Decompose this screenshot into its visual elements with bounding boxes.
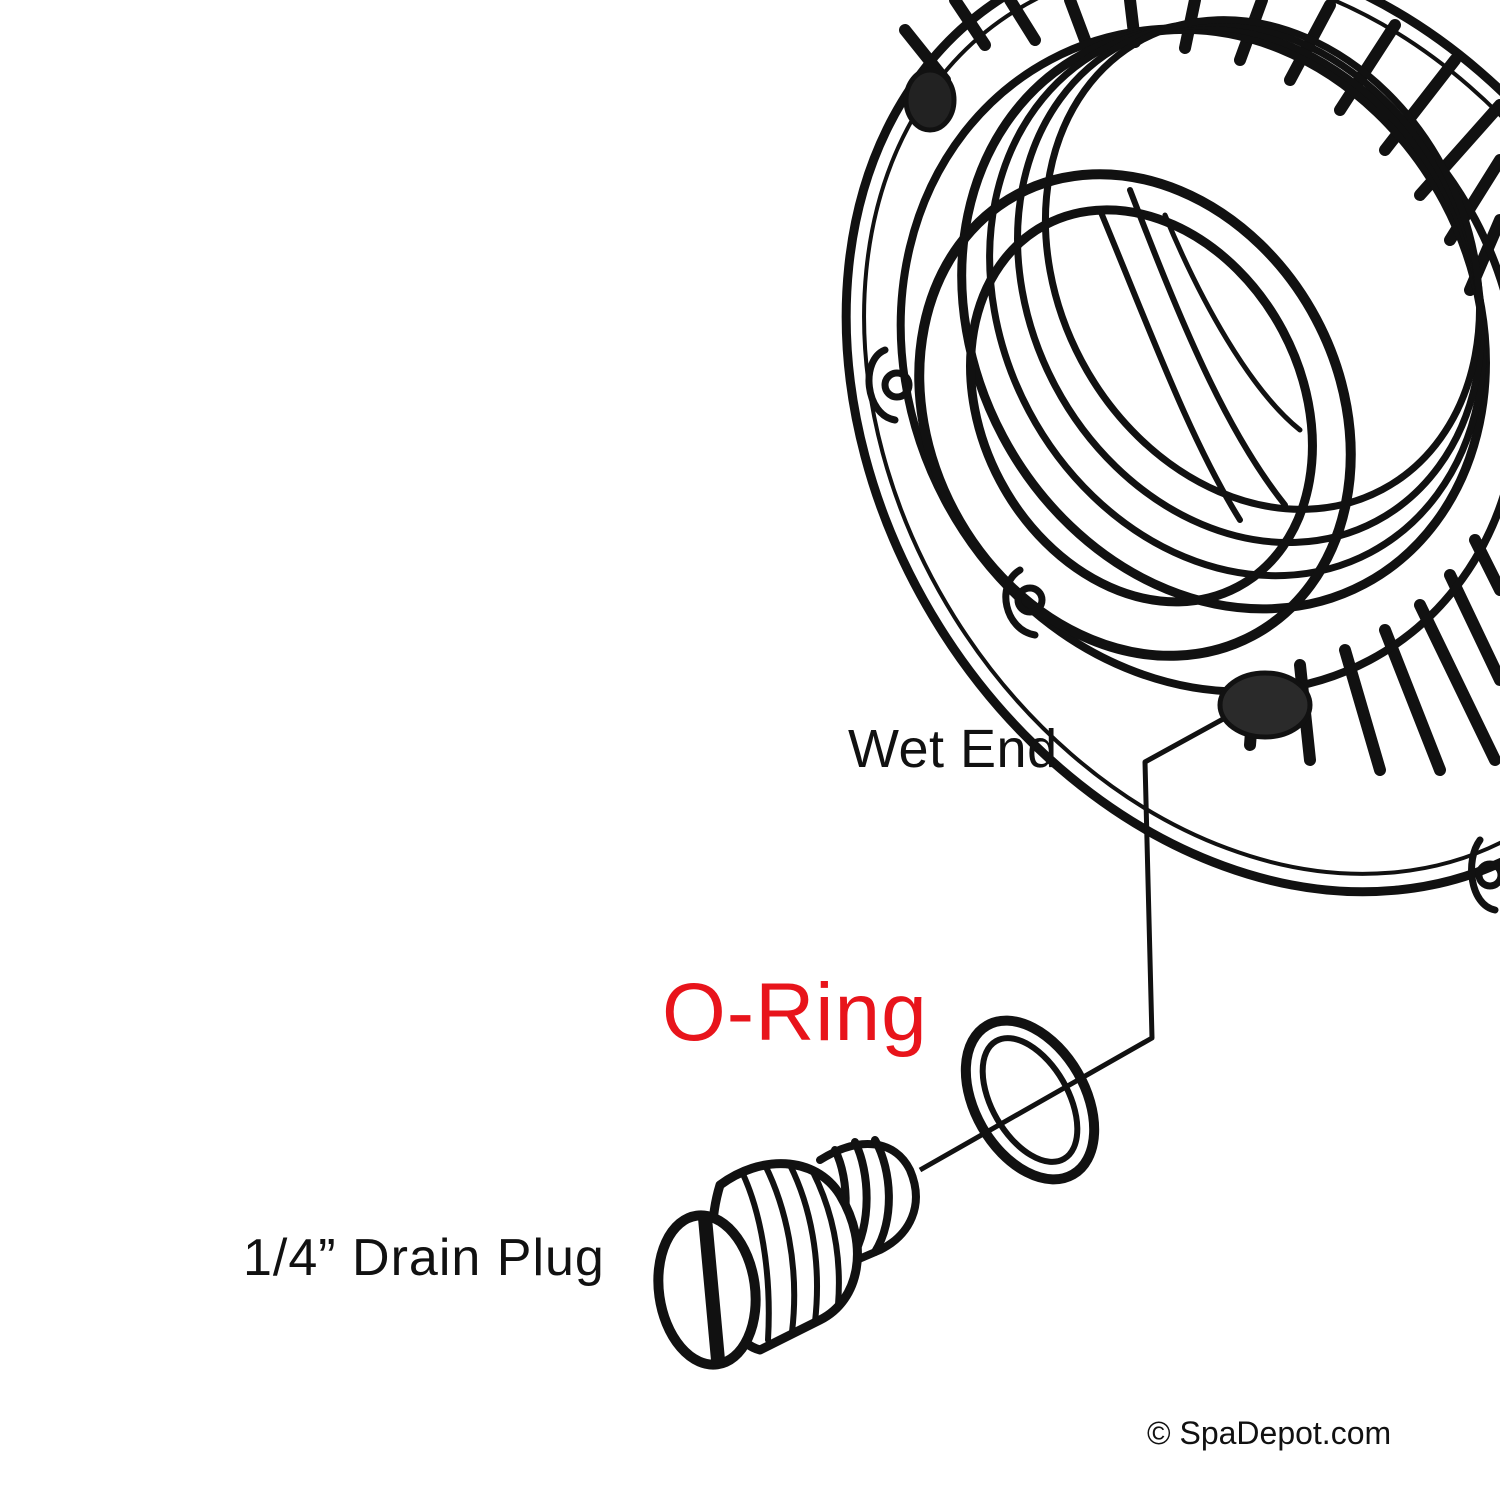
drain-plug-icon bbox=[653, 1136, 920, 1370]
assembly-leader-line bbox=[918, 715, 1227, 1173]
wet-end-housing-icon bbox=[841, 0, 1500, 914]
copyright-notice: © SpaDepot.com bbox=[1147, 1415, 1392, 1451]
drain-plug-label: 1/4” Drain Plug bbox=[243, 1229, 605, 1287]
o-ring-icon bbox=[960, 1015, 1100, 1185]
wet-end-label: Wet End bbox=[848, 719, 1058, 779]
o-ring-label: O-Ring bbox=[662, 967, 928, 1058]
